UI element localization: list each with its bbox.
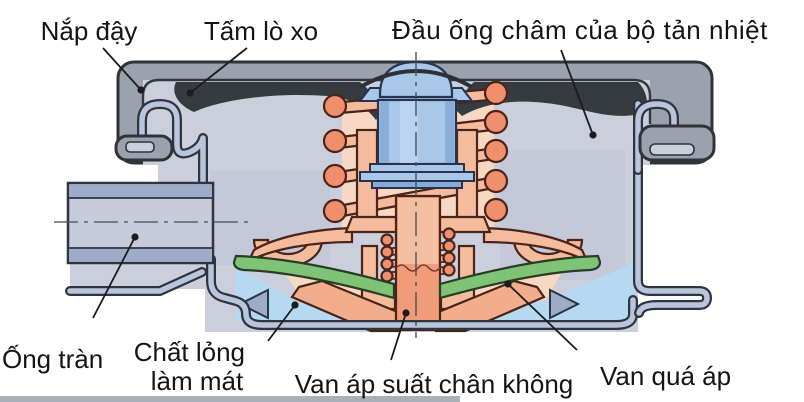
label-overflow-pipe: Ống tràn xyxy=(2,344,103,374)
main-spring-coils xyxy=(322,80,509,224)
vacuum-spring-coils xyxy=(380,227,456,283)
seal-gasket xyxy=(232,254,602,300)
label-radiator-filler-neck: Đầu ống châm của bộ tản nhiệt xyxy=(392,15,768,45)
stem-break-line xyxy=(395,264,441,272)
label-spring-plate: Tấm lò xo xyxy=(204,16,318,46)
center-post xyxy=(357,60,475,189)
label-cap: Nắp đậy xyxy=(41,16,138,46)
leader-lines xyxy=(92,47,597,361)
label-overpressure-valve: Van quá áp xyxy=(600,361,731,391)
diagram-labels: Nắp đậy Tấm lò xo Đầu ống châm của bộ tả… xyxy=(2,15,768,399)
filler-neck-walls xyxy=(65,99,712,330)
overflow-pipe-shape xyxy=(66,181,215,265)
label-coolant-line2: làm mát xyxy=(151,366,244,396)
label-coolant: Chất lỏng làm mát xyxy=(134,337,253,396)
cap-shell-lips xyxy=(114,124,716,162)
label-coolant-line1: Chất lỏng xyxy=(134,337,245,367)
scan-artifact xyxy=(0,396,460,402)
neck-crimp-left xyxy=(237,288,269,320)
neck-crimp-right xyxy=(549,288,581,320)
label-vacuum-valve: Van áp suất chân không xyxy=(295,369,574,399)
